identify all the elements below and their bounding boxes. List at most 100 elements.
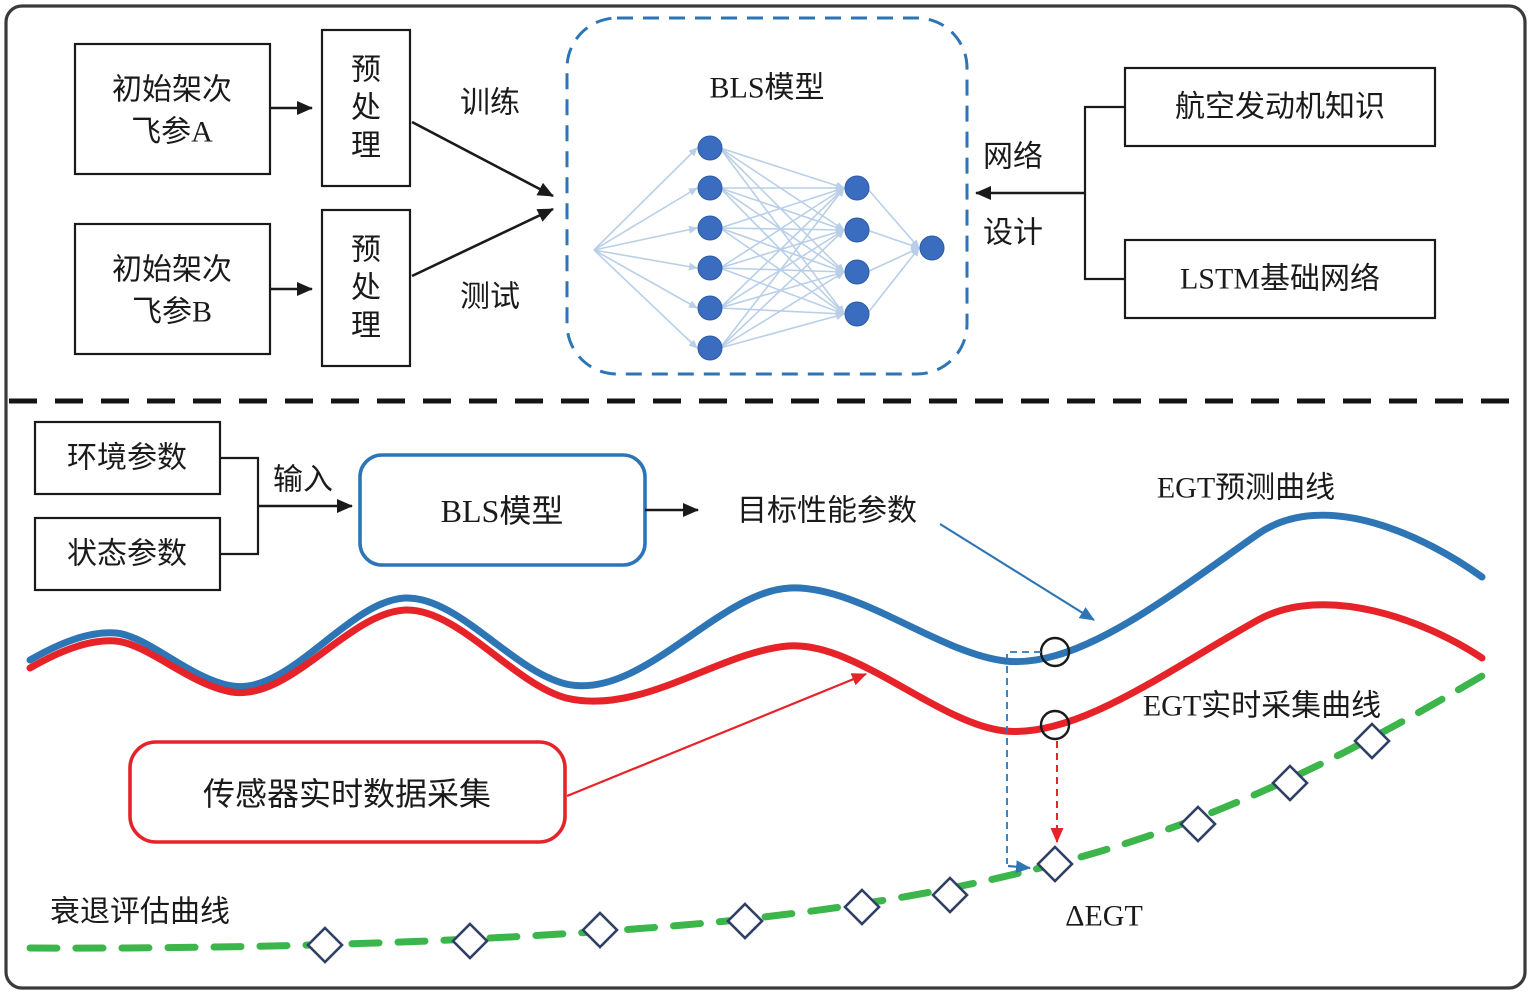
network-design-line1: 网络: [983, 141, 1043, 174]
egt-prediction-curve: [26, 511, 1486, 691]
nn-node: [844, 217, 870, 243]
nn-node: [697, 175, 723, 201]
nn-connection: [593, 147, 698, 251]
nn-node: [697, 335, 723, 361]
nn-connection: [719, 225, 845, 234]
preprocess-2-char-0: 预: [351, 234, 381, 267]
target-performance-label: 目标性能参数: [737, 495, 917, 528]
preprocess-box-2: [320, 208, 412, 368]
state-params-label: 状态参数: [67, 538, 187, 571]
nn-node: [697, 295, 723, 321]
nn-connection: [719, 147, 845, 273]
nn-connection: [593, 249, 698, 349]
blue-guide-arrow: [1007, 860, 1031, 874]
nn-connection: [719, 271, 845, 349]
preprocess-1-char-0: 预: [351, 54, 381, 87]
target-to-curve-arrow: [939, 523, 1095, 621]
nn-connection: [593, 249, 698, 309]
diamond-marker: [581, 911, 619, 949]
degradation-label: 衰退评估曲线: [50, 896, 230, 929]
nn-node: [697, 255, 723, 281]
train-label: 训练: [460, 87, 520, 120]
realtime-sample-circle: [1039, 709, 1071, 741]
test-label: 测试: [460, 281, 520, 314]
nn-nodes-layer: [697, 135, 945, 361]
initial-flight-a-line2: 飞参A: [131, 116, 213, 149]
nn-connection: [866, 247, 920, 315]
diamond-marker: [1353, 722, 1391, 760]
nn-node: [919, 235, 945, 261]
initial-flight-b-box: [73, 222, 272, 356]
diamond-marker: [1179, 805, 1217, 843]
nn-connection: [593, 249, 698, 271]
initial-flight-b-line1: 初始架次: [112, 254, 232, 287]
nn-connection: [719, 187, 845, 232]
nn-connection: [866, 229, 920, 250]
preprocess-1-char-1: 处: [351, 92, 381, 125]
diamond-marker: [1036, 845, 1074, 883]
nn-node: [844, 301, 870, 327]
nn-node: [844, 175, 870, 201]
test-arrow: [411, 207, 554, 278]
lstm-network-box: [1123, 238, 1437, 320]
nn-node: [697, 215, 723, 241]
train-arrow: [411, 120, 554, 198]
nn-connection: [719, 267, 845, 315]
nn-connection: [593, 187, 698, 251]
diamond-marker: [843, 888, 881, 926]
diamond-marker: [306, 926, 344, 964]
nn-connection: [719, 229, 845, 349]
nn-connection: [719, 187, 845, 315]
bls-model-bottom-label: BLS模型: [441, 493, 564, 529]
state-params-box: [33, 516, 222, 592]
sensor-to-curve-arrow: [566, 672, 867, 798]
nn-connection: [719, 227, 845, 274]
nn-links-layer: [593, 147, 920, 349]
nn-connection: [719, 187, 845, 273]
nn-connection: [719, 147, 845, 315]
nn-connection: [719, 227, 845, 315]
nn-connection: [719, 147, 845, 231]
bottom-section: 环境参数 状态参数 输入 BLS模型 目标性能参数 EGT预测曲线 EGT实时采…: [26, 420, 1486, 964]
sensor-collection-box: [128, 740, 567, 844]
preprocess-2-char-1: 处: [351, 272, 381, 305]
initial-flight-a-line1: 初始架次: [112, 74, 232, 107]
diamond-marker: [931, 876, 969, 914]
nn-connection: [719, 307, 845, 318]
nn-connection: [866, 187, 920, 249]
network-design-line2: 设计: [983, 217, 1043, 250]
egt-realtime-label: EGT实时采集曲线: [1143, 690, 1381, 723]
top-section: 初始架次 飞参A 预 处 理 初始架次 飞参B 预 处 理 训练 测试 BLS模…: [73, 16, 1437, 376]
nn-connection: [719, 186, 845, 229]
nn-node: [697, 135, 723, 161]
nn-connection: [719, 187, 845, 349]
diamond-marker: [451, 922, 489, 960]
nn-connection: [719, 267, 845, 276]
egt-realtime-curve: [26, 601, 1486, 735]
nn-connection: [719, 147, 845, 190]
delta-egt-label: ΔEGT: [1065, 900, 1143, 933]
lstm-network-label: LSTM基础网络: [1180, 263, 1380, 296]
nn-node: [844, 259, 870, 285]
nn-connection: [719, 187, 845, 309]
engine-knowledge-box: [1123, 66, 1437, 148]
input-label: 输入: [273, 464, 333, 497]
nn-connection: [866, 247, 920, 273]
bls-model-dashed-box: [565, 16, 969, 376]
environment-params-label: 环境参数: [67, 442, 187, 475]
bls-model-title: BLS模型: [709, 72, 824, 105]
egt-prediction-label: EGT预测曲线: [1157, 472, 1335, 505]
initial-flight-b-line2: 飞参B: [132, 296, 212, 329]
nn-connection: [593, 225, 698, 251]
preprocess-1-char-2: 理: [351, 130, 381, 163]
nn-connection: [719, 312, 845, 349]
engine-knowledge-label: 航空发动机知识: [1175, 91, 1385, 124]
preprocess-2-char-2: 理: [351, 310, 381, 343]
initial-flight-a-box: [73, 42, 272, 176]
diamond-marker: [1271, 764, 1309, 802]
nn-connection: [719, 187, 845, 269]
diamond-marker: [726, 902, 764, 940]
preprocess-box-1: [320, 28, 412, 188]
